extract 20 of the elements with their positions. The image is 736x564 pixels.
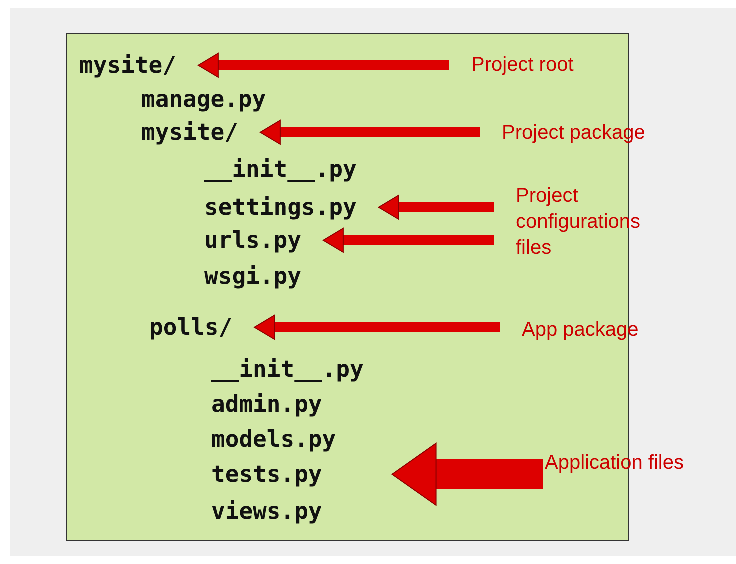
file-name: models.py: [212, 426, 336, 454]
file-name: views.py: [212, 498, 322, 526]
file-name: polls/: [150, 314, 233, 342]
file-name: __init__.py: [204, 156, 357, 184]
arrow: [378, 195, 494, 220]
file-name: __init__.py: [212, 356, 364, 384]
file-name: manage.py: [142, 86, 266, 114]
file-name: tests.py: [212, 460, 322, 488]
arrow: [198, 53, 450, 78]
arrow: [322, 228, 494, 253]
arrow: [392, 443, 543, 506]
file-name: wsgi.py: [204, 262, 302, 290]
file-name: settings.py: [204, 194, 357, 222]
annotation-label: Project root: [472, 52, 574, 78]
file-name: urls.py: [204, 226, 302, 254]
file-name: mysite/: [142, 118, 238, 146]
arrow: [254, 315, 500, 340]
file-name: mysite/: [80, 52, 176, 80]
arrow: [260, 120, 480, 145]
file-name: admin.py: [212, 390, 322, 418]
